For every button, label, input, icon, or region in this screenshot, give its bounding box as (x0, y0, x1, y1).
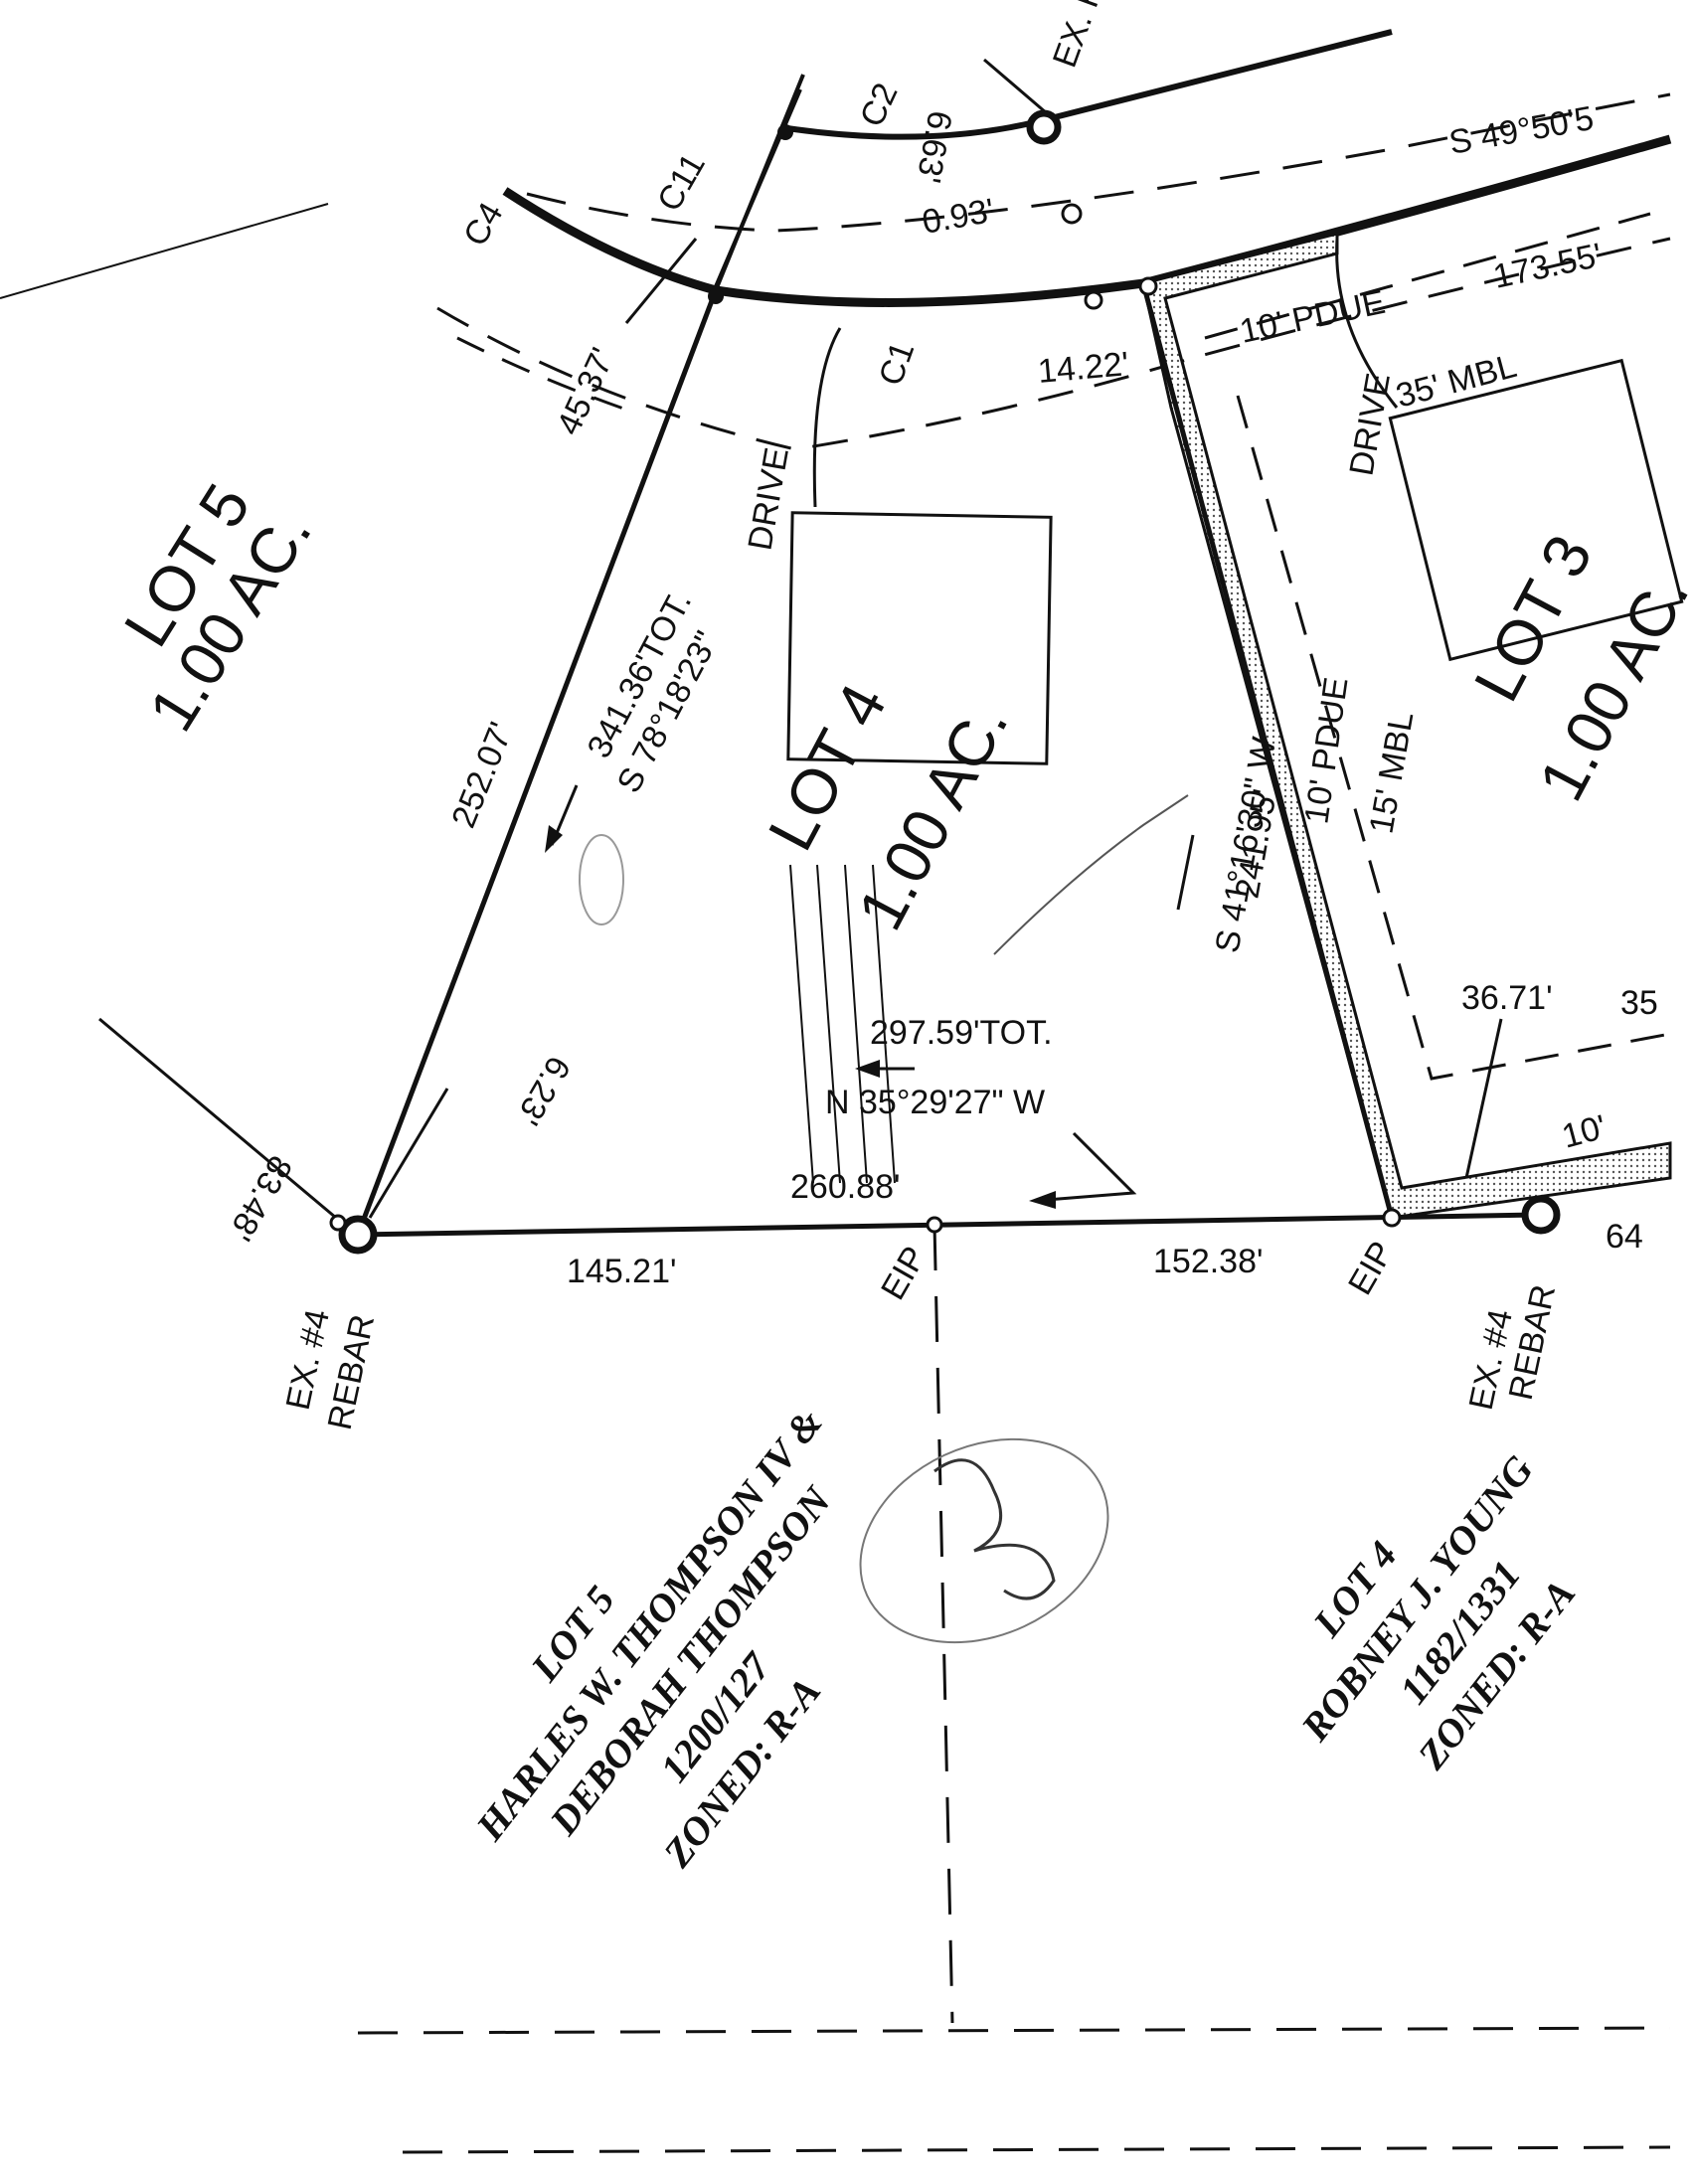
lot4-main-label: LOT 4 (755, 673, 901, 862)
rear-dash-line-2 (402, 2145, 1671, 2154)
rear-dash-line-1 (357, 2026, 1671, 2035)
eip-pin-2 (1382, 1208, 1402, 1228)
eip-pin-1 (926, 1216, 943, 1234)
label-10: 10' (1558, 1108, 1610, 1156)
south-property-line (357, 1212, 1542, 1238)
label-c11: C11 (650, 147, 713, 218)
road-cross-line-2 (983, 58, 1055, 121)
pencil-mark (579, 834, 624, 925)
label-623: 6.23' (509, 1050, 578, 1131)
label-26088: 260.88' (790, 1168, 900, 1206)
label-eip-2: EIP (1341, 1236, 1401, 1301)
pdue-dash-line (1204, 212, 1651, 340)
tie-line-8348 (98, 1017, 337, 1220)
rebar-pin-nw (1026, 109, 1062, 145)
pc-point-1 (777, 124, 793, 140)
arrow-west-head (545, 825, 563, 853)
arrow-3671-leader (1464, 1018, 1503, 1179)
label-64: 64 (1606, 1218, 1643, 1256)
road-centerline (526, 92, 1671, 233)
label-eip-1: EIP (874, 1241, 933, 1306)
lot4-drive-lines (789, 864, 896, 1184)
lot4-house-footprint (786, 511, 1053, 765)
adjoiner-left-owner2: DEBORAH THOMPSON (540, 1477, 840, 1844)
rebar-pin-sw (338, 1215, 378, 1255)
arrow-bottom-line (1033, 1131, 1137, 1203)
label-35: 35 (1620, 984, 1658, 1022)
arrow-4537-leader (624, 238, 698, 324)
label-c4: C4 (456, 196, 511, 252)
pc-point-2 (708, 288, 724, 304)
handwritten-initials-circle (859, 1437, 1109, 1644)
setback-arc (436, 237, 1671, 451)
label-17355: 173.55' (1490, 237, 1606, 296)
offset-arc-west (456, 336, 627, 412)
lot3-drive-path (1335, 238, 1399, 409)
lot4-drive-path (812, 327, 842, 508)
label-15238: 152.38' (1153, 1243, 1263, 1280)
label-14521: 145.21' (567, 1253, 676, 1290)
label-bearing-south: N 35°29'27" W (825, 1084, 1045, 1121)
label-tot-south: 297.59'TOT. (870, 1014, 1053, 1052)
pc-point-5 (329, 1214, 347, 1232)
label-c2: C2 (853, 78, 906, 132)
east-property-line (1140, 282, 1395, 1219)
label-1422: 14.22' (1036, 345, 1130, 391)
arrow-623-leader (368, 1088, 449, 1219)
label-c1: C1 (872, 337, 923, 391)
west-property-line (355, 289, 719, 1236)
adjoiner-right: LOT 4 ROBNEY J. YOUNG 1182/1331 ZONED: R… (1291, 1447, 1584, 1778)
label-c2-value: 6.63' (910, 108, 959, 186)
adjoiner-left: LOT 5 HARLES W. THOMPSON IV & DEBORAH TH… (466, 1401, 840, 1876)
pc-point-3 (1084, 290, 1103, 310)
control-point (1061, 203, 1083, 225)
label-pdue-top: 10' PDUE (1237, 283, 1389, 351)
handwritten-initials (933, 1458, 1056, 1600)
label-093: 0.93' (920, 192, 997, 242)
west-lot-extension (714, 74, 805, 291)
adjoiner-divider (932, 1224, 954, 2024)
lot5-north-line (0, 203, 329, 299)
adjoiner-left-owner1: HARLES W. THOMPSON IV & (466, 1401, 831, 1849)
label-ex-top: EX. R (1046, 0, 1111, 73)
label-mbl15: 15' MBL (1362, 709, 1421, 836)
mbl-line-east (1236, 395, 1671, 1081)
arrow-bottom-head (1029, 1191, 1056, 1209)
label-drive-lot4: DRIVE (741, 444, 795, 553)
pencil-scribble (993, 794, 1189, 955)
label-3671: 36.71' (1461, 979, 1553, 1017)
arrow-south-head (855, 1060, 880, 1078)
road-edge-south (502, 134, 1672, 307)
label-8348: 83.48' (221, 1149, 299, 1247)
label-drive-lot3: DRIVE (1342, 370, 1397, 478)
label-pdue-side: 10' PDUE (1297, 675, 1355, 826)
pc-point-4 (1138, 276, 1158, 296)
rebar-pin-se (1521, 1195, 1561, 1235)
label-bearing-top: S 49°50'5 (1446, 99, 1597, 162)
label-mbl35: 35' MBL (1392, 347, 1520, 416)
arrow-mid (1176, 834, 1195, 911)
label-25207: 252.07' (444, 717, 521, 833)
lot3-house-footprint (1388, 358, 1684, 662)
